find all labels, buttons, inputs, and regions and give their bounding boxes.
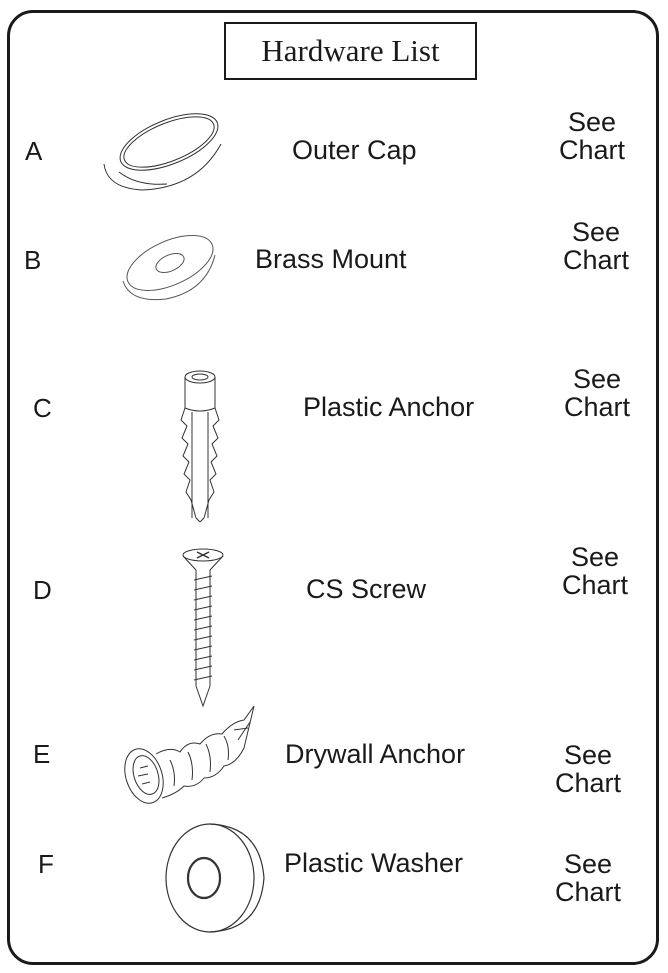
qty-line1: See: [563, 740, 613, 770]
item-letter-e: E: [33, 739, 51, 769]
drywall-anchor-icon: [118, 700, 260, 808]
brass-mount-icon: [118, 233, 218, 305]
item-letter-f: F: [38, 849, 54, 879]
item-name-plastic-anchor: Plastic Anchor: [303, 392, 475, 422]
item-letter-a: A: [25, 136, 43, 166]
qty-line1: See: [572, 364, 622, 394]
qty-line2: Chart: [554, 768, 622, 798]
qty-line1: See: [570, 542, 620, 572]
qty-line2: Chart: [558, 135, 626, 165]
outer-cap-icon: [97, 108, 225, 196]
item-letter-c: C: [33, 393, 52, 423]
item-letter-b: B: [24, 245, 42, 275]
item-name-plastic-washer: Plastic Washer: [284, 848, 464, 878]
title-text: Hardware List: [261, 33, 440, 68]
qty-line1: See: [571, 217, 621, 247]
qty-line2: Chart: [562, 245, 630, 275]
qty-line2: Chart: [554, 877, 622, 907]
cs-screw-icon: [180, 546, 226, 708]
qty-line1: See: [563, 849, 613, 879]
qty-line1: See: [567, 107, 617, 137]
item-name-outer-cap: Outer Cap: [292, 135, 417, 165]
item-letter-d: D: [33, 575, 52, 605]
item-name-brass-mount: Brass Mount: [255, 244, 407, 274]
qty-line2: Chart: [563, 392, 631, 422]
item-name-drywall-anchor: Drywall Anchor: [285, 739, 466, 769]
qty-line2: Chart: [561, 570, 629, 600]
item-name-cs-screw: CS Screw: [306, 574, 427, 604]
hardware-list-frame: [7, 10, 659, 965]
plastic-washer-icon: [160, 820, 268, 936]
plastic-anchor-icon: [176, 368, 224, 524]
hardware-list-title: Hardware List: [224, 22, 477, 80]
